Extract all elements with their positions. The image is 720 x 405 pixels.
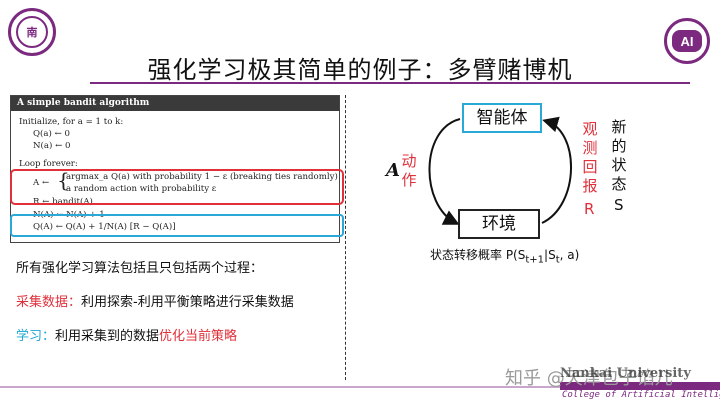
- algo-line-argmax: argmax_a Q(a) with probability 1 − ε (br…: [66, 172, 338, 182]
- title-underline: [90, 82, 690, 84]
- rl-loop-diagram: [428, 116, 572, 225]
- action-selection-highlight: [10, 169, 344, 205]
- footer-line: [0, 386, 560, 388]
- algo-brace: {: [57, 168, 70, 192]
- logo-emblem: 南: [16, 16, 48, 48]
- transition-mid: |S: [544, 248, 556, 262]
- state-symbol: S: [614, 196, 624, 214]
- ai-logo-text: AI: [672, 30, 702, 52]
- action-symbol: A: [386, 160, 400, 181]
- learn-highlight: 优化当前策略: [159, 329, 238, 344]
- watermark-text: 知乎 @天津包子馅儿: [505, 368, 673, 389]
- action-arrow: [428, 118, 461, 225]
- learn-label: 学习：: [16, 329, 56, 344]
- algo-line-bandit: R ← bandit(A): [33, 197, 93, 207]
- environment-node: 环境: [458, 209, 540, 239]
- new-state-label: 新的状态: [611, 118, 627, 193]
- algo-line-n-init: N(a) ← 0: [33, 141, 71, 151]
- reward-symbol: R: [584, 200, 595, 218]
- algo-line-q-update: Q(A) ← Q(A) + 1/N(A) [R − Q(A)]: [33, 222, 176, 232]
- algo-line-random: a random action with probability ε: [66, 184, 217, 194]
- algorithm-heading: A simple bandit algorithm: [11, 96, 339, 111]
- university-logo: 南: [8, 8, 56, 56]
- action-label: 动作: [401, 152, 417, 189]
- footer-bar: [560, 382, 720, 390]
- transition-end: , a): [559, 248, 580, 262]
- algo-line-q-init: Q(a) ← 0: [33, 129, 71, 139]
- algo-line-init: Initialize, for a = 1 to k:: [19, 117, 124, 127]
- transition-sub-next: t+1: [525, 254, 545, 266]
- update-highlight: [10, 214, 344, 237]
- learn-text: 利用采集到的数据: [55, 329, 160, 344]
- feedback-arrow: [541, 116, 572, 224]
- transition-label: 状态转移概率 P(S: [430, 248, 526, 262]
- observe-label: 观测回报: [582, 120, 598, 195]
- intro-text: 所有强化学习算法包括且只包括两个过程：: [16, 261, 264, 276]
- collect-row: 采集数据：利用探索-利用平衡策略进行采集数据: [16, 291, 294, 310]
- vertical-divider: [345, 95, 346, 380]
- ai-college-logo: AI: [664, 18, 710, 64]
- slide-title: 强化学习极其简单的例子：多臂赌博机: [147, 56, 573, 84]
- college-name: College of Artificial Intelligence: [562, 390, 720, 400]
- collect-text: 利用探索-利用平衡策略进行采集数据: [81, 295, 294, 310]
- university-name: Nankai University: [560, 366, 691, 381]
- transition-sub-t: t: [555, 254, 560, 266]
- algo-line-loop: Loop forever:: [19, 159, 78, 169]
- transition-probability: 状态转移概率 P(St+1|St, a): [430, 246, 579, 265]
- agent-node: 智能体: [462, 103, 542, 133]
- collect-label: 采集数据：: [16, 295, 82, 310]
- learn-row: 学习：利用采集到的数据优化当前策略: [16, 325, 237, 344]
- algo-line-assign-a: A ←: [33, 178, 50, 188]
